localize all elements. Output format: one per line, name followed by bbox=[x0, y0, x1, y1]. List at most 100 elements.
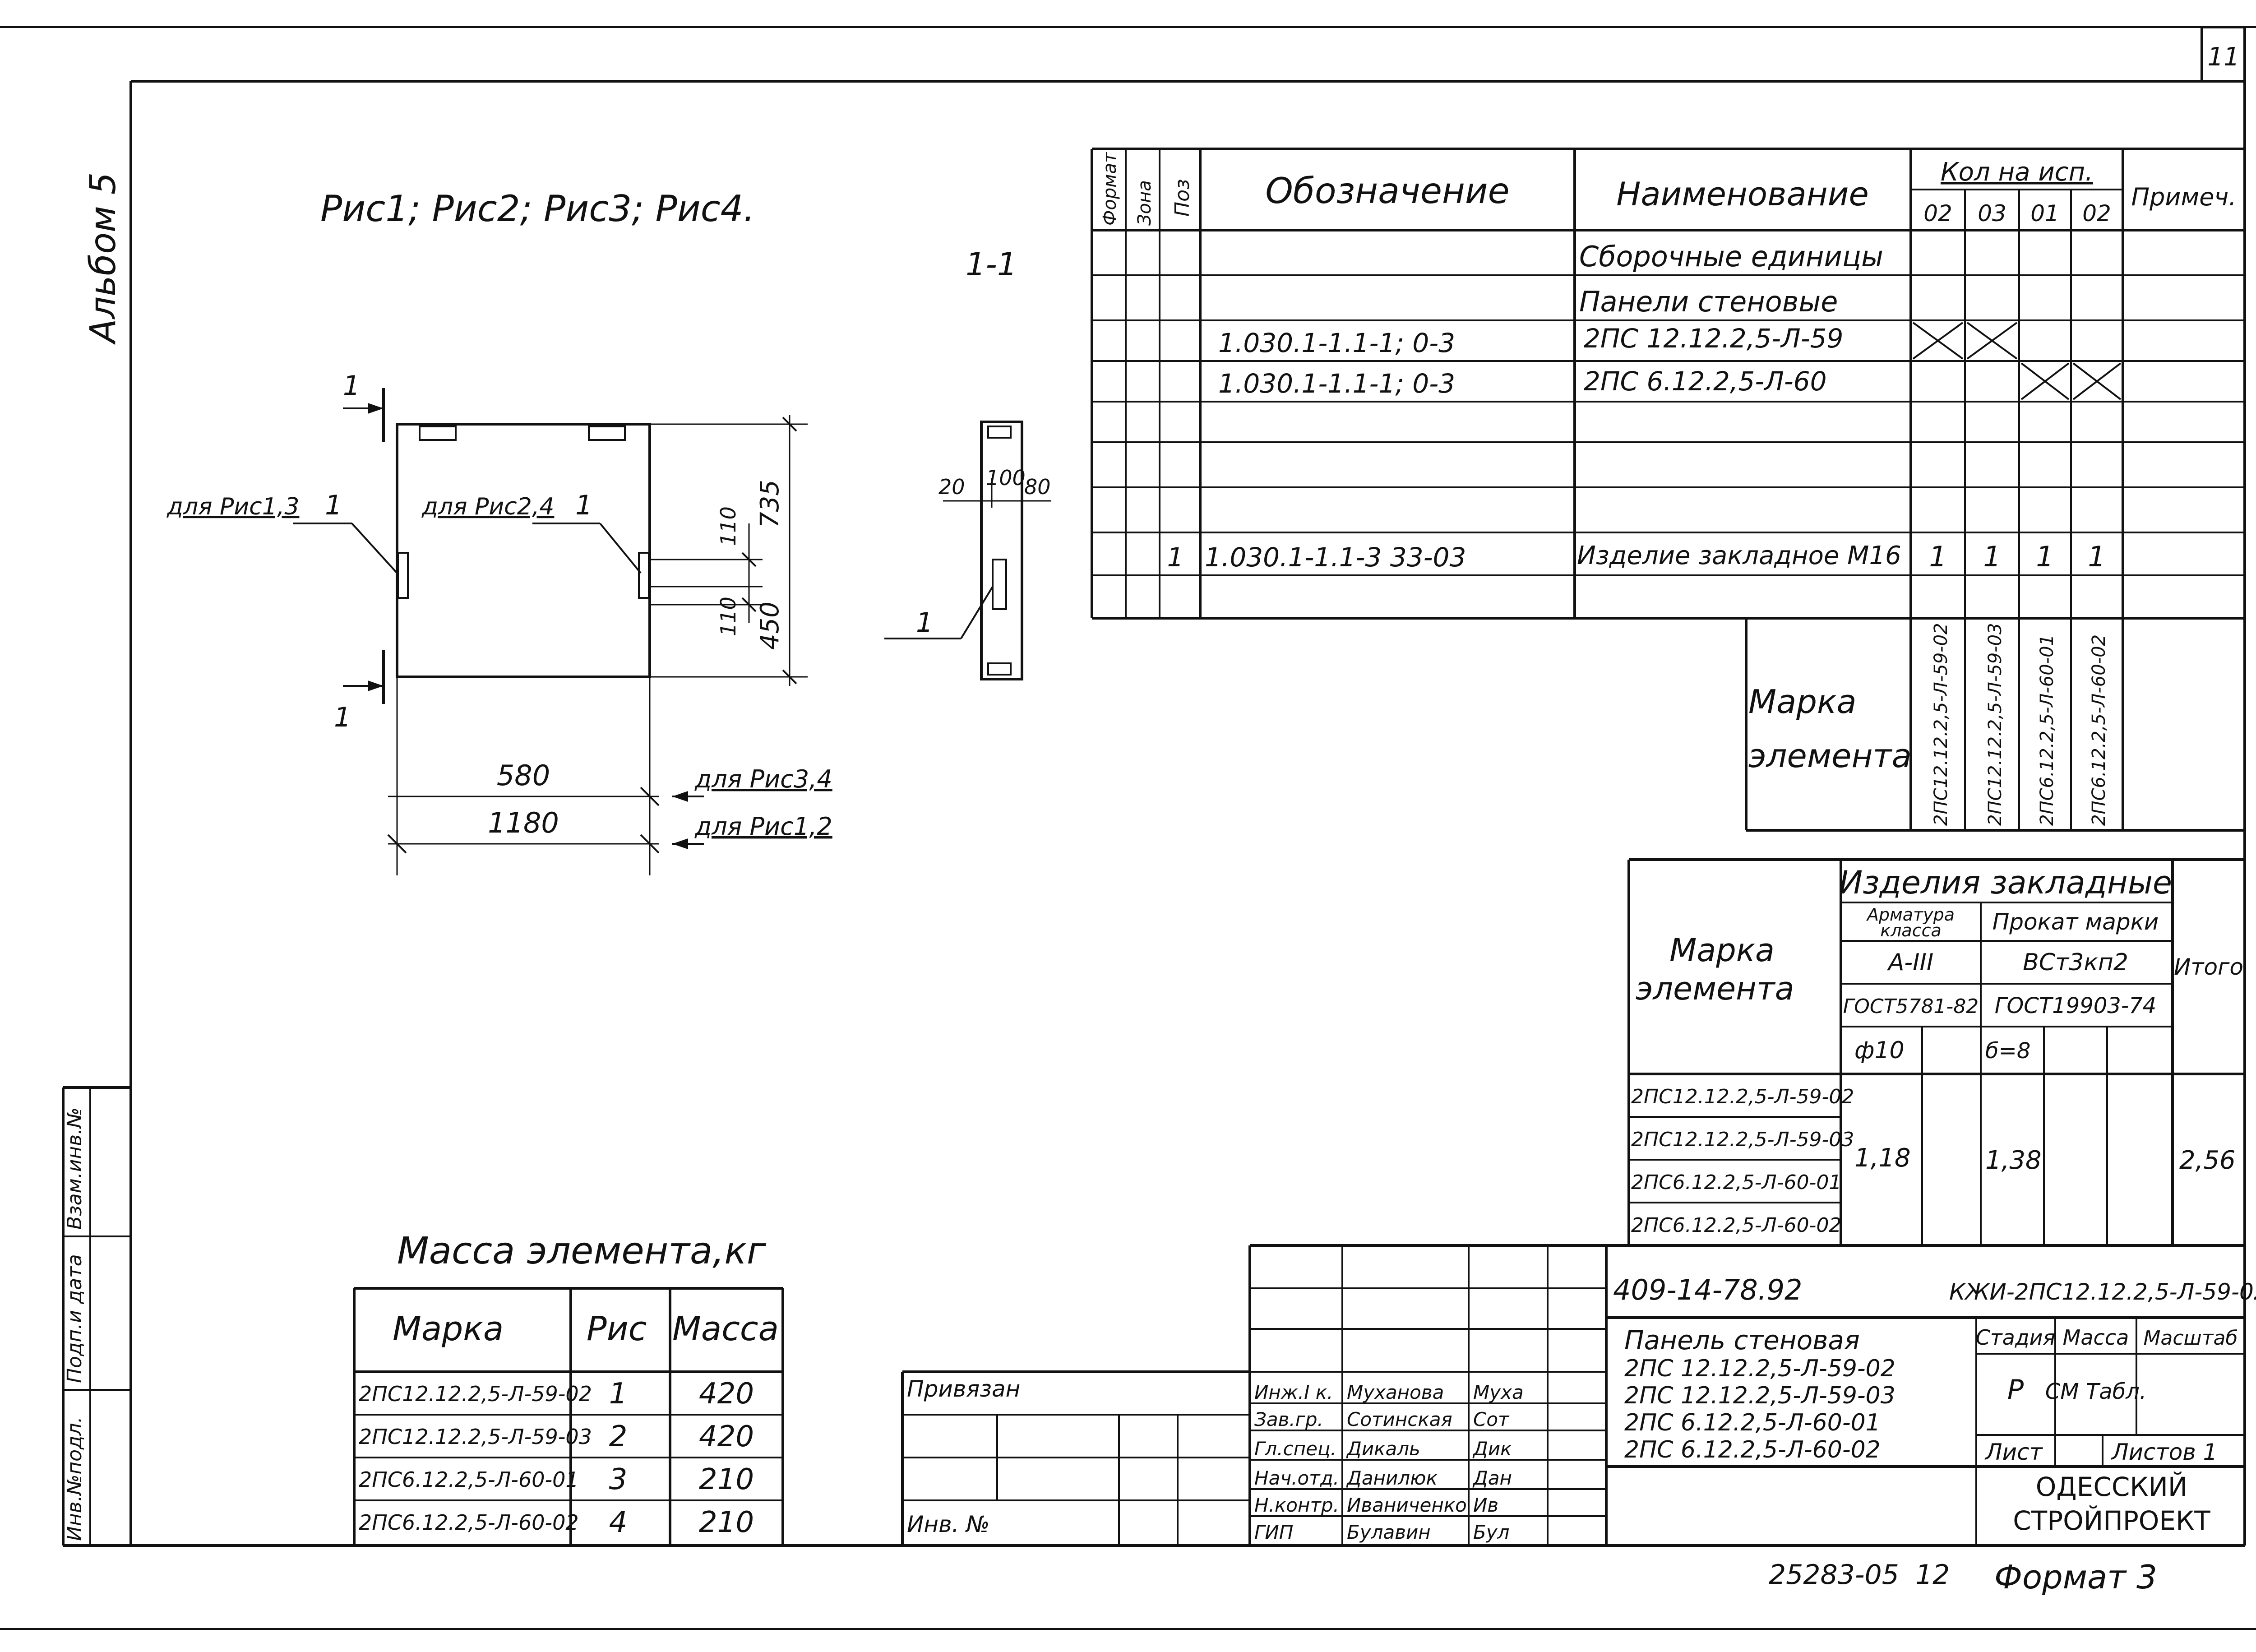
sheets-label: Листов 1 bbox=[2111, 1439, 2217, 1465]
embedded-rebar-class-label-1: Арматура bbox=[1866, 905, 1955, 925]
mass-table: Масса элемента,кг Марка Рис Масса 2ПС12.… bbox=[353, 1230, 784, 1546]
bound-label: Привязан bbox=[907, 1376, 1020, 1402]
spec-row-3-designation: 1.030.1-1.1-1; 0-3 bbox=[1218, 328, 1455, 358]
cut-mark-bottom: 1 bbox=[334, 702, 351, 733]
mass-label: Масса bbox=[2063, 1325, 2129, 1350]
spec-element-mark-label-2: элемента bbox=[1748, 737, 1912, 775]
spec-row-4-designation: 1.030.1-1.1-1; 0-3 bbox=[1218, 368, 1455, 399]
archive-number: 25283-05 bbox=[1769, 1559, 1899, 1591]
mass-row-4-mark: 2ПС6.12.2,5-Л-60-02 bbox=[359, 1510, 579, 1535]
mass-header-fig: Рис bbox=[587, 1310, 647, 1348]
spec-header-pos: Поз bbox=[1171, 179, 1194, 217]
spec-header-zone: Зона bbox=[1134, 180, 1155, 226]
inv-no-label: Инв. № bbox=[907, 1511, 989, 1537]
role-2-sign: Сот bbox=[1473, 1408, 1510, 1430]
stage-value: Р bbox=[2007, 1374, 2024, 1406]
spec-row-4-name: 2ПС 6.12.2,5-Л-60 bbox=[1584, 366, 1827, 397]
mass-row-3-mass: 210 bbox=[699, 1463, 754, 1496]
embedded-mark-label-1: Марка bbox=[1669, 932, 1775, 969]
spec-row-5-pos: 1 bbox=[1167, 542, 1184, 573]
embedded-items-table: Изделия закладные Марка элемента Арматур… bbox=[1627, 858, 2245, 1245]
spec-table: Формат Зона Поз Обозначение Наименование… bbox=[1091, 148, 2245, 832]
role-6: ГИП bbox=[1254, 1521, 1293, 1543]
dim-1180: 1180 bbox=[488, 806, 559, 839]
title-line-4: 2ПС 6.12.2,5-Л-60-01 bbox=[1624, 1409, 1881, 1436]
spec-element-mark-3: 2ПС6.12.2,5-Л-60-01 bbox=[2037, 634, 2057, 826]
role-1: Инж.I к. bbox=[1254, 1381, 1333, 1403]
role-3-name: Дикаль bbox=[1346, 1438, 1420, 1460]
mass-row-3-mark: 2ПС6.12.2,5-Л-60-01 bbox=[359, 1467, 579, 1492]
spec-element-mark-4: 2ПС6.12.2,5-Л-60-02 bbox=[2089, 634, 2109, 826]
title-line-3: 2ПС 12.12.2,5-Л-59-03 bbox=[1624, 1382, 1895, 1409]
role-6-name: Булавин bbox=[1347, 1521, 1431, 1543]
section-callout-pos: 1 bbox=[916, 607, 933, 639]
mass-row-1-fig: 1 bbox=[609, 1377, 628, 1411]
sheet-number-box bbox=[2201, 26, 2246, 83]
spec-header-format: Формат bbox=[1100, 152, 1120, 226]
dim-450: 450 bbox=[755, 602, 785, 650]
mass-row-1-mark: 2ПС12.12.2,5-Л-59-02 bbox=[359, 1382, 592, 1406]
note-fig13-pos: 1 bbox=[325, 490, 342, 521]
org-line-2: СТРОЙПРОЕКТ bbox=[2013, 1505, 2210, 1536]
embedded-rolled-label: Прокат марки bbox=[1992, 909, 2159, 935]
spec-qty-col-3: 01 bbox=[2030, 200, 2059, 227]
doc-code: КЖИ-2ПС12.12.2,5-Л-59-02 bbox=[1949, 1279, 2256, 1305]
panel-section-view: 20 100 80 1 bbox=[884, 421, 1051, 680]
mass-row-2-mass: 420 bbox=[699, 1420, 754, 1453]
dim-110-top: 110 bbox=[716, 506, 740, 546]
strip-label-replace: Взам.инв.№ bbox=[63, 1107, 86, 1230]
dim-80: 80 bbox=[1024, 475, 1051, 499]
spec-cross-marks bbox=[1912, 322, 2122, 400]
role-4-name: Данилюк bbox=[1346, 1467, 1438, 1489]
embedded-rolled-size: б=8 bbox=[1985, 1038, 2030, 1064]
strip-label-inv-orig: Инв.№подл. bbox=[63, 1416, 86, 1541]
title-block: 409-14-78.92 КЖИ-2ПС12.12.2,5-Л-59-02 Ин… bbox=[1248, 1244, 2256, 1546]
left-approval-strip: Взам.инв.№ Подп.и дата Инв.№подл. bbox=[62, 1086, 131, 1546]
stage-label: Стадия bbox=[1976, 1325, 2055, 1350]
dim-735: 735 bbox=[755, 480, 785, 528]
embedded-mark-row-2: 2ПС12.12.2,5-Л-59-03 bbox=[1631, 1128, 1854, 1151]
spec-qty-col-1: 02 bbox=[1923, 200, 1952, 227]
sheet-label: Лист bbox=[1984, 1439, 2043, 1465]
role-3-sign: Дик bbox=[1472, 1438, 1512, 1460]
embedded-total-label: Итого bbox=[2174, 954, 2243, 980]
strip-label-sign-date: Подп.и дата bbox=[63, 1254, 86, 1383]
spec-row-5-designation: 1.030.1-1.1-3 33-03 bbox=[1205, 542, 1466, 573]
panel-front-view: 1 1 для Рис1,3 1 для Рис2,4 1 580 1180 д… bbox=[166, 370, 832, 875]
embedded-total-value: 2,56 bbox=[2179, 1146, 2236, 1175]
scale-label: Масштаб bbox=[2143, 1327, 2238, 1350]
role-2-name: Сотинская bbox=[1347, 1408, 1452, 1430]
spec-qty-col-2: 03 bbox=[1978, 200, 2006, 227]
embedded-rebar-gost: ГОСТ5781-82 bbox=[1843, 995, 1979, 1018]
embedded-title: Изделия закладные bbox=[1839, 864, 2172, 901]
role-5-name: Иваниченко bbox=[1347, 1494, 1467, 1516]
spec-row-5-qty-3: 1 bbox=[2036, 540, 2053, 573]
spec-row-5-name: Изделие закладное М16 bbox=[1577, 541, 1901, 570]
mass-row-3-fig: 3 bbox=[609, 1463, 628, 1496]
embedded-rolled-gost: ГОСТ19903-74 bbox=[1995, 993, 2156, 1018]
spec-header-designation: Обозначение bbox=[1265, 171, 1509, 212]
mass-header-mark: Марка bbox=[393, 1310, 504, 1348]
spec-element-mark-2: 2ПС12.12.2,5-Л-59-03 bbox=[1985, 623, 2006, 826]
title-line-2: 2ПС 12.12.2,5-Л-59-02 bbox=[1624, 1355, 1895, 1382]
role-3: Гл.спец. bbox=[1254, 1438, 1336, 1460]
embedded-mark-row-1: 2ПС12.12.2,5-Л-59-02 bbox=[1631, 1085, 1854, 1108]
embedded-mark-row-4: 2ПС6.12.2,5-Л-60-02 bbox=[1631, 1214, 1841, 1237]
embedded-rebar-size: ф10 bbox=[1854, 1037, 1905, 1064]
spec-row-3-name: 2ПС 12.12.2,5-Л-59 bbox=[1584, 323, 1843, 354]
archive-page: 12 bbox=[1915, 1559, 1950, 1591]
embedded-rebar-class-label-2: класса bbox=[1880, 921, 1942, 940]
note-fig24-pos: 1 bbox=[575, 490, 592, 521]
embedded-mark-label-2: элемента bbox=[1636, 970, 1794, 1007]
spec-row-2-name: Панели стеновые bbox=[1579, 285, 1838, 318]
title-line-1: Панель стеновая bbox=[1624, 1325, 1860, 1356]
title-line-5: 2ПС 6.12.2,5-Л-60-02 bbox=[1624, 1436, 1881, 1463]
embedded-rebar-class: А-III bbox=[1887, 949, 1933, 976]
embedded-mark-row-3: 2ПС6.12.2,5-Л-60-01 bbox=[1631, 1171, 1841, 1194]
mass-row-4-fig: 4 bbox=[609, 1506, 628, 1539]
mass-header-mass: Масса bbox=[672, 1310, 779, 1348]
spec-element-mark-label-1: Марка bbox=[1748, 683, 1857, 721]
spec-header-qty: Кол на исп. bbox=[1941, 157, 2093, 187]
mass-row-1-mass: 420 bbox=[699, 1377, 754, 1411]
